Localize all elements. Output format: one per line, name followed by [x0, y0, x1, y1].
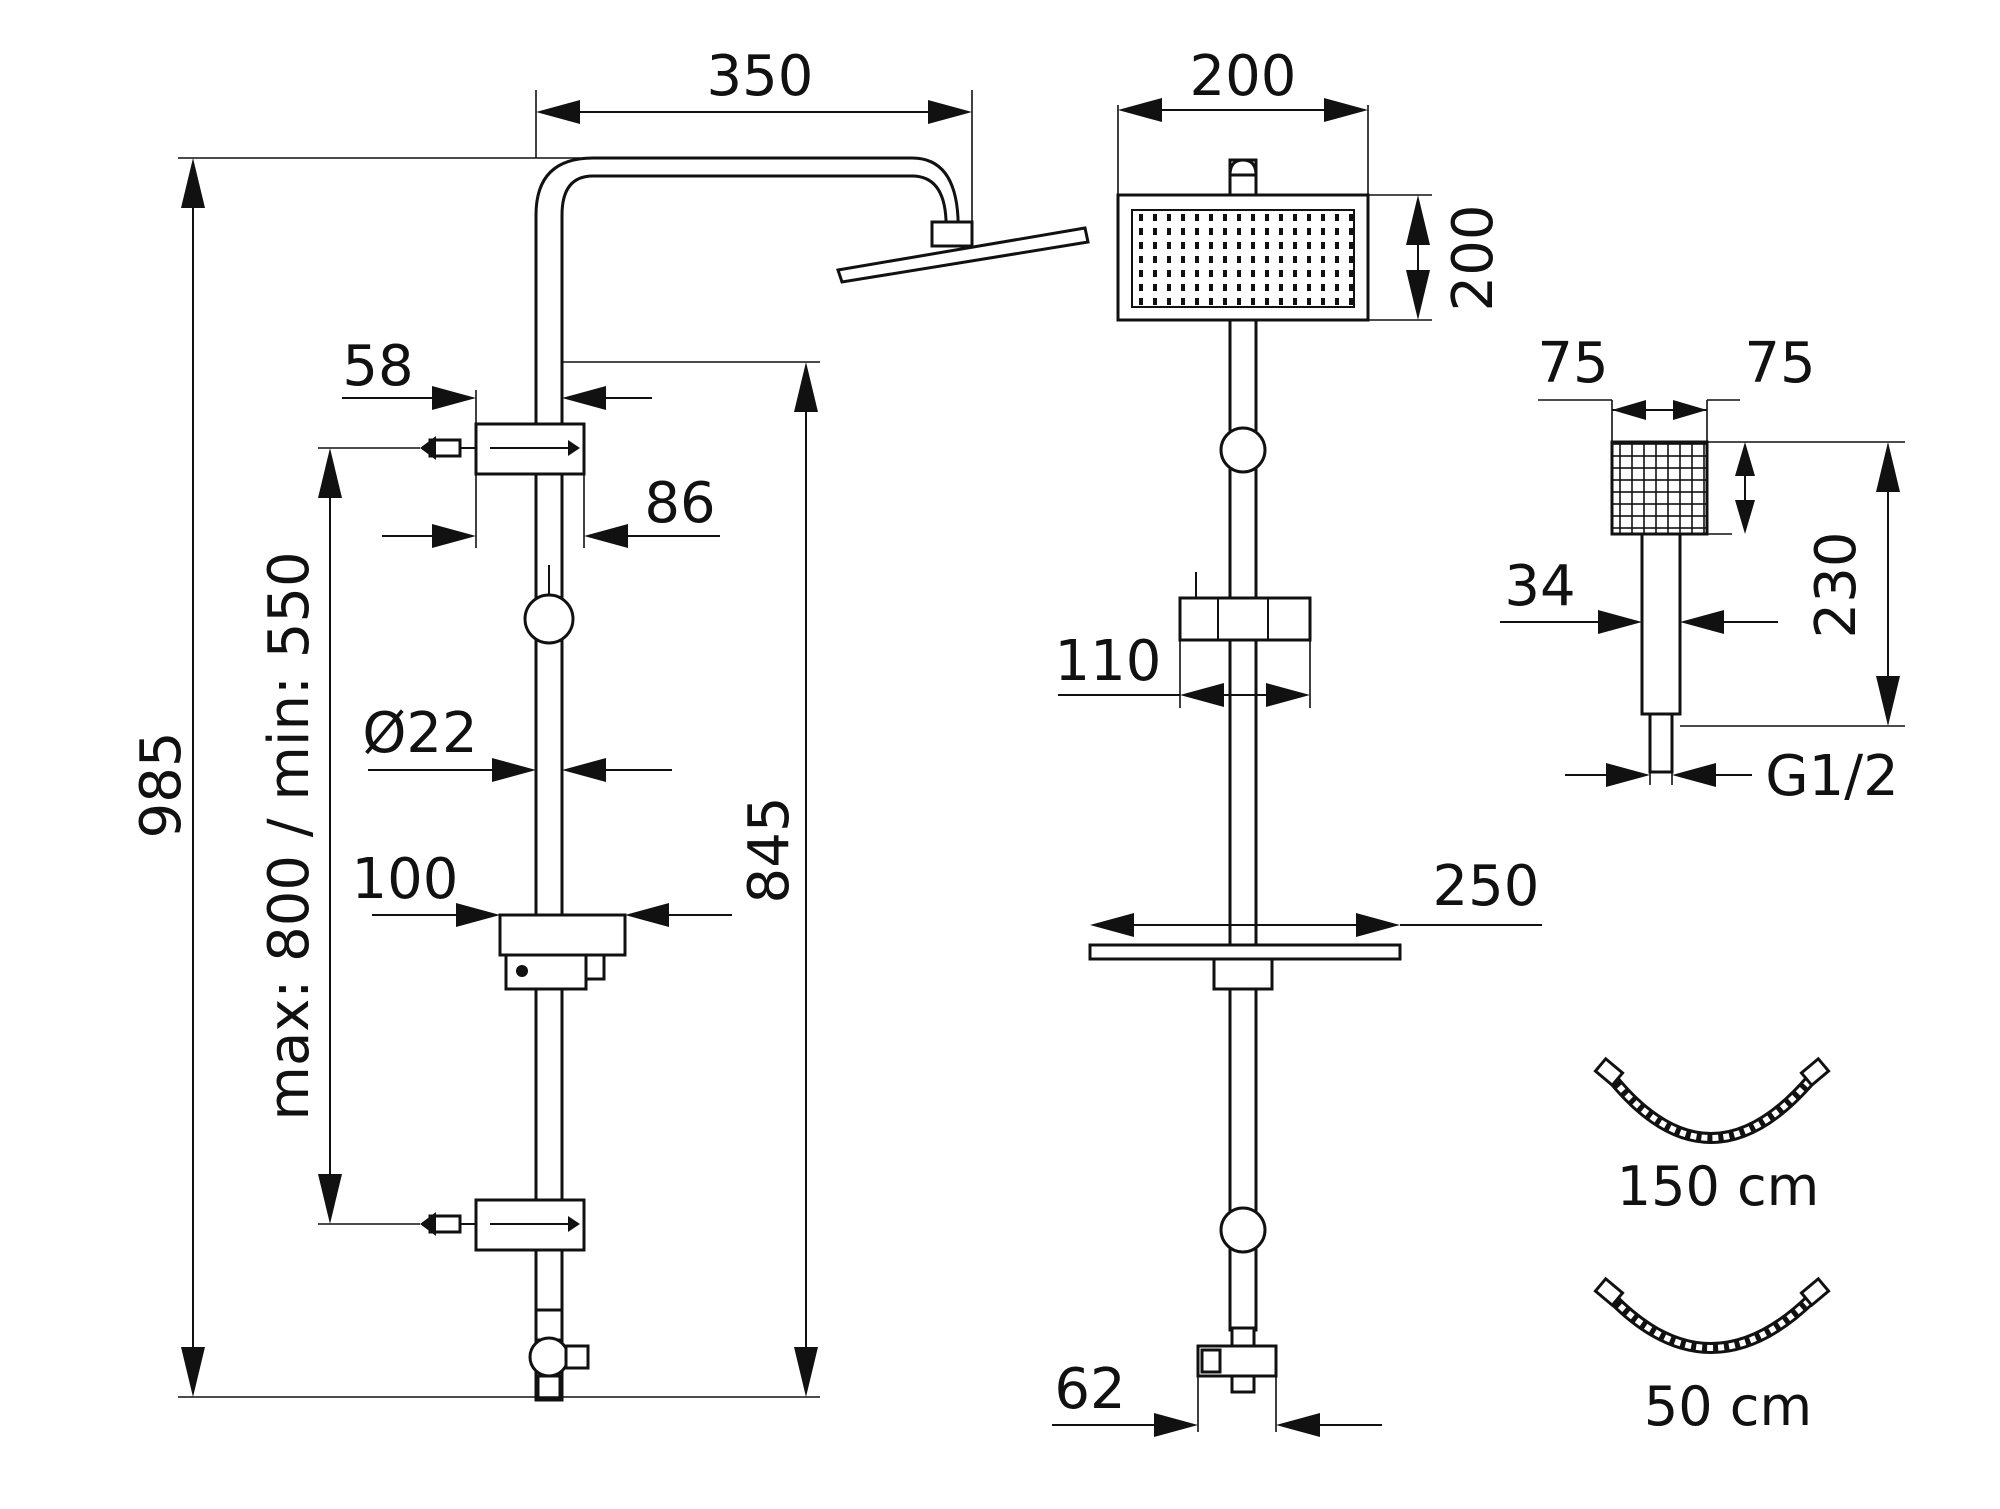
front-column-pipe — [1228, 158, 1258, 1332]
bottom-inlet-nut — [528, 1336, 570, 1378]
hose-long-length: 150 cm — [1617, 1155, 1820, 1218]
side-view: 350 985 845 max: 800 / min: 550 58 — [129, 44, 1090, 1402]
dim-inlet-width: 62 — [1054, 1357, 1125, 1422]
hose-long-left-nut — [1593, 1056, 1625, 1088]
hose-long: 150 cm — [1593, 1056, 1831, 1218]
dim-head-width: 200 — [1190, 44, 1297, 109]
dim-bracket-width: 58 — [342, 334, 413, 399]
dim-hand-length: 230 — [1804, 532, 1869, 639]
dim-hand-head-width-right: 75 — [1744, 331, 1815, 396]
thermostat-block — [1178, 596, 1312, 642]
front-view: 200 200 110 250 62 — [1052, 44, 1542, 1437]
hose-short: 50 cm — [1593, 1276, 1831, 1438]
dim-total-height: 985 — [129, 732, 194, 839]
lower-wall-anchor — [420, 1212, 476, 1236]
upper-wall-anchor — [420, 436, 476, 460]
dim-pipe-diameter: Ø22 — [362, 701, 477, 766]
shower-column-pipe — [534, 156, 960, 1402]
hose-short-right-nut — [1799, 1276, 1831, 1308]
diverter-knob — [523, 593, 575, 645]
front-shelf — [1088, 943, 1402, 961]
hand-shower-view: 75 75 230 34 G1/2 — [1500, 331, 1905, 809]
hand-shower-thread — [1648, 712, 1674, 774]
dim-bracket-offset: 86 — [644, 471, 715, 536]
dim-bar-height: 845 — [737, 797, 802, 904]
dim-thread-size: G1/2 — [1765, 744, 1899, 809]
dim-shelf-width: 250 — [1433, 854, 1540, 919]
side-shelf — [498, 913, 627, 957]
lower-slider-knob — [1219, 1206, 1267, 1254]
dim-thermostat-width: 110 — [1055, 629, 1162, 694]
front-shelf-clamp — [1212, 957, 1274, 991]
hand-shower-head — [1610, 440, 1709, 536]
hose-short-length: 50 cm — [1644, 1375, 1812, 1438]
dim-handle-diameter: 34 — [1504, 554, 1575, 619]
dim-adjustable-range: max: 800 / min: 550 — [257, 551, 322, 1120]
dim-head-height: 200 — [1441, 205, 1506, 312]
upper-slider-knob — [1219, 426, 1267, 474]
dim-shelf-depth: 100 — [352, 847, 459, 912]
side-shower-head — [836, 226, 1090, 284]
hand-shower-handle — [1640, 532, 1682, 716]
hose-short-left-nut — [1593, 1276, 1625, 1308]
hose-long-right-nut — [1799, 1056, 1831, 1088]
head-connector — [930, 220, 974, 248]
dim-hand-head-width-left: 75 — [1537, 331, 1608, 396]
dim-arm-reach: 350 — [707, 44, 814, 109]
